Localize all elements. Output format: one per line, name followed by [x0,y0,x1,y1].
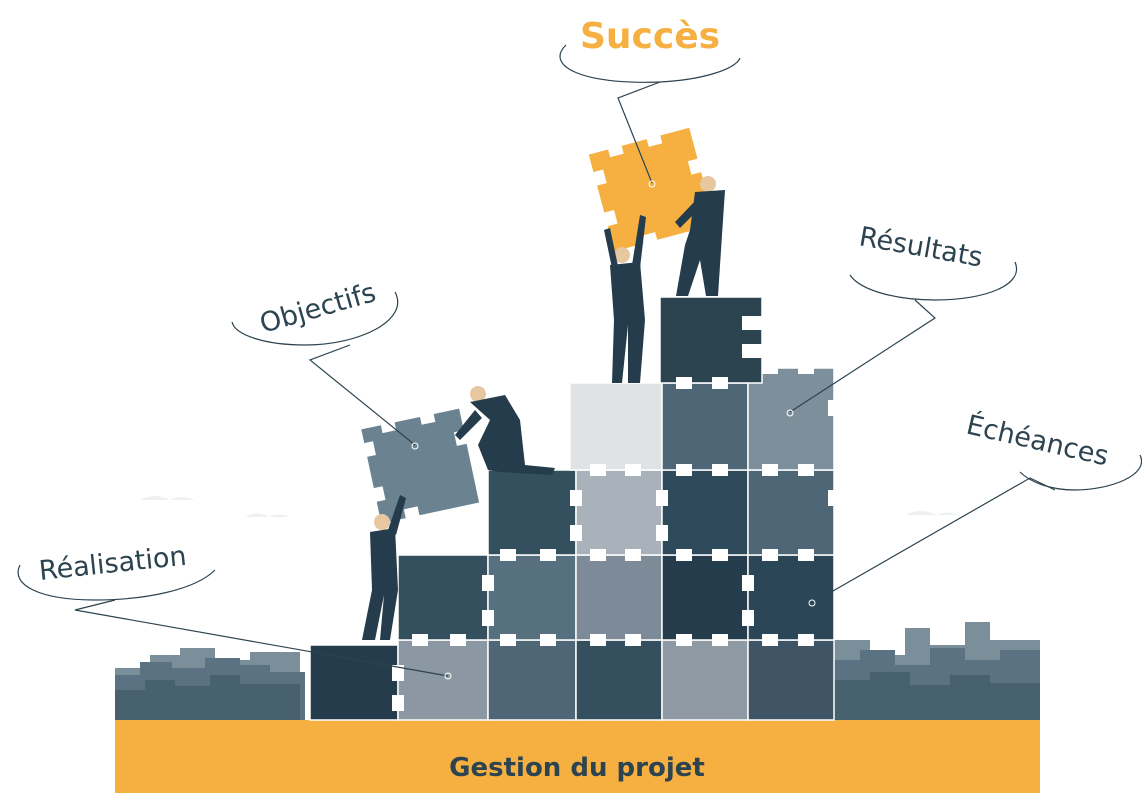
puzzle-piece [661,639,749,721]
businessman-bottom [362,495,406,640]
puzzle-piece [661,382,749,471]
puzzle-piece [659,296,763,384]
base-label: Gestion du projet [449,753,705,783]
puzzle-piece [747,469,835,556]
puzzle-piece [575,554,663,641]
puzzle-piece [397,554,489,641]
puzzle-piece [487,469,577,556]
puzzle-piece [575,639,663,721]
puzzle-piece [747,554,835,641]
puzzle-piece [747,367,835,471]
realisation-label: Réalisation [37,541,187,587]
floating-gray-piece [359,408,480,524]
resultats-label: Résultats [857,221,985,273]
puzzle-piece [309,644,399,721]
puzzle-piece [569,382,663,471]
echeances-label: Échéances [963,409,1111,473]
puzzle-piece [747,639,835,721]
success-label: Succès [580,16,720,57]
callout-echeances: Échéances [808,409,1142,607]
clouds [140,496,957,517]
puzzle-piece [661,554,749,641]
base-band [115,720,1040,793]
city-skyline [115,622,1040,720]
objectifs-label: Objectifs [256,277,379,340]
callout-succes: Succès [559,16,741,188]
puzzle-piece [487,639,577,721]
businessman-top-left [604,215,646,383]
puzzle-piece [487,554,577,641]
businessman-kneeling [455,386,555,475]
puzzle-tower [309,296,840,721]
puzzle-piece [661,469,749,556]
puzzle-piece [575,469,663,556]
businessman-top-right [675,176,725,296]
puzzle-piece [397,639,489,721]
